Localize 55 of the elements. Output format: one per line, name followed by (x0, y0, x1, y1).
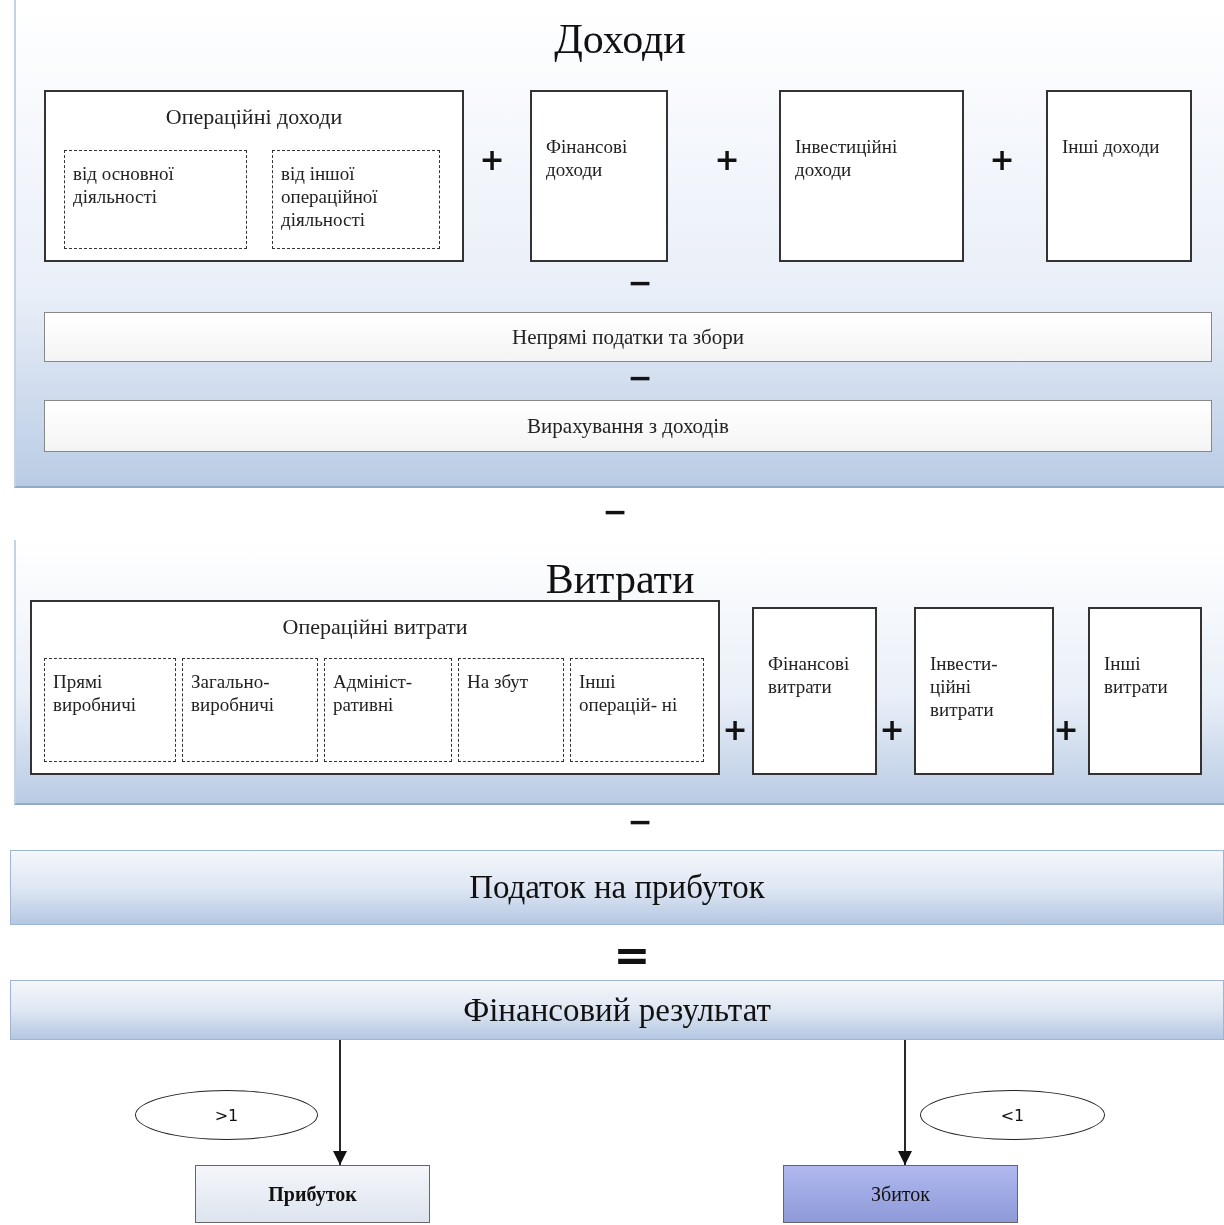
operator-sign: + (989, 145, 1015, 175)
category-box (914, 607, 1054, 775)
section-panel (14, 0, 1224, 488)
group-box (30, 600, 720, 775)
dashed-box (44, 658, 176, 762)
box-text: На збут (466, 670, 530, 694)
result-band: Фінансовий результат (10, 980, 1224, 1040)
box-text: Загально- виробничі (190, 670, 275, 717)
operator-sign: + (1053, 715, 1079, 745)
dashed-box (272, 150, 440, 249)
dashed-box (458, 658, 564, 762)
operator-sign: − (627, 807, 653, 837)
dashed-box (324, 658, 452, 762)
outcome-box: Прибуток (195, 1165, 430, 1223)
deduction-bar: Вирахування з доходів (44, 400, 1212, 452)
condition-ellipse: >1 (135, 1090, 318, 1140)
box-heading: Операційні витрати (281, 614, 469, 640)
operator-sign: − (627, 363, 653, 393)
deduction-bar: Непрямі податки та збори (44, 312, 1212, 362)
dashed-box (64, 150, 247, 249)
category-box (1046, 90, 1192, 262)
operator-sign: − (627, 268, 653, 298)
box-heading: Операційні доходи (164, 104, 344, 130)
group-box (44, 90, 464, 262)
dashed-box (182, 658, 318, 762)
condition-ellipse: <1 (920, 1090, 1105, 1140)
operator-sign: − (602, 497, 628, 527)
operator-sign: + (479, 145, 505, 175)
box-text: Фінансові витрати (767, 652, 851, 699)
section-panel (14, 540, 1224, 805)
category-box (1088, 607, 1202, 775)
outcome-box: Збиток (783, 1165, 1018, 1223)
category-box (752, 607, 877, 775)
dashed-box (570, 658, 704, 762)
operator-sign: + (879, 715, 905, 745)
operator-sign: = (613, 933, 651, 977)
box-text: Інші доходи (1061, 135, 1161, 159)
section-title: Витрати (544, 555, 696, 603)
operator-sign: + (714, 145, 740, 175)
box-text: Інвести- ційні витрати (929, 652, 999, 722)
box-text: Фінансові доходи (545, 135, 629, 182)
box-text: Адмініст- ративні (332, 670, 414, 717)
box-text: Інвестиційні доходи (794, 135, 899, 182)
operator-sign: + (722, 715, 748, 745)
arrow (332, 1039, 348, 1166)
box-text: Інші витрати (1103, 652, 1169, 699)
category-box (530, 90, 668, 262)
box-text: від основної діяльності (72, 162, 175, 209)
box-text: Прямі виробничі (52, 670, 137, 717)
category-box (779, 90, 964, 262)
result-band: Податок на прибуток (10, 850, 1224, 925)
box-text: від іншої операційної діяльності (280, 162, 379, 232)
box-text: Інші операцій- ні (578, 670, 679, 717)
arrow (897, 1039, 913, 1166)
section-title: Доходи (553, 15, 687, 63)
